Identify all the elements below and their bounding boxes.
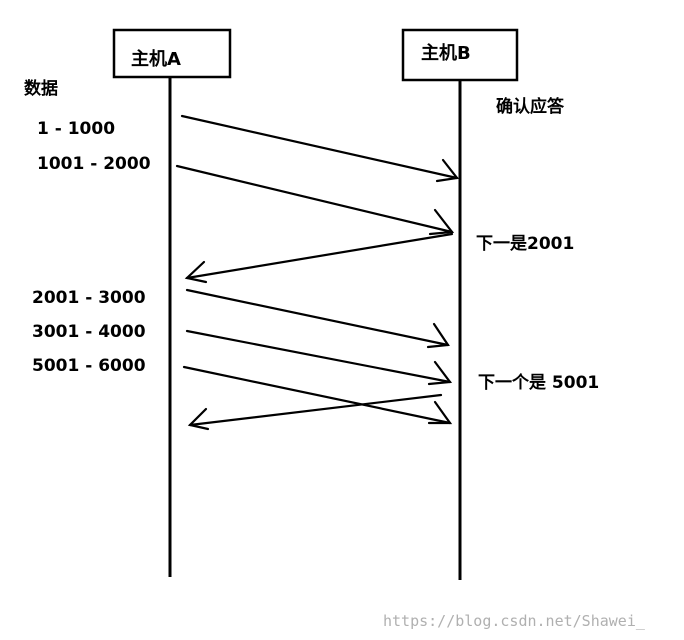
host-a-label: 主机A [131,48,181,70]
arrow-segment-5 [182,365,453,425]
segment-label-3: 2001 - 3000 [32,288,146,308]
arrow-ack-2 [187,393,443,431]
host-b-label: 主机B [421,42,471,64]
ack-label-2: 下一个是 5001 [478,372,599,393]
watermark: https://blog.csdn.net/Shawei_ [383,612,646,630]
host-b: 主机B [401,28,519,580]
arrow-segment-4 [185,329,453,386]
segment-label-5: 5001 - 6000 [32,356,146,376]
segment-label-2: 1001 - 2000 [37,154,151,174]
ack-heading: 确认应答 [496,96,565,117]
segment-label-1: 1 - 1000 [37,119,115,139]
segment-label-4: 3001 - 4000 [32,322,146,342]
data-heading: 数据 [24,78,58,99]
arrow-segment-2 [175,164,455,236]
host-a-box [112,28,232,79]
ack-label-1: 下一是2001 [476,234,574,254]
host-a: 主机A [112,28,232,577]
arrow-segment-1 [180,114,460,183]
arrow-ack-1 [184,232,454,284]
arrow-segment-3 [185,288,450,349]
